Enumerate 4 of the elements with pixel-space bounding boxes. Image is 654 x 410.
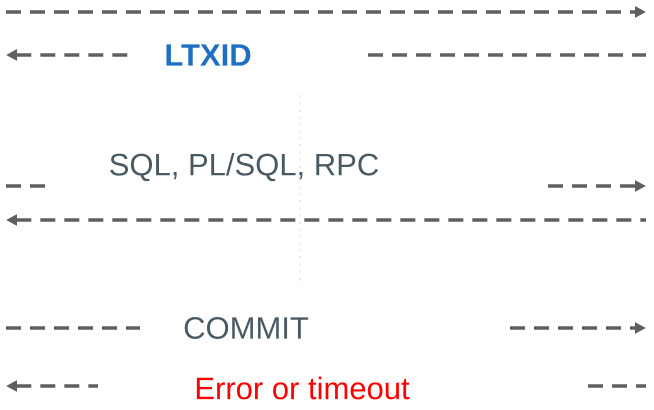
- message-label: COMMIT: [184, 317, 308, 339]
- message-label: SQL, PL/SQL, RPC: [110, 152, 378, 182]
- message-label: LTXID: [166, 44, 250, 66]
- message-label: Error or timeout: [196, 376, 410, 400]
